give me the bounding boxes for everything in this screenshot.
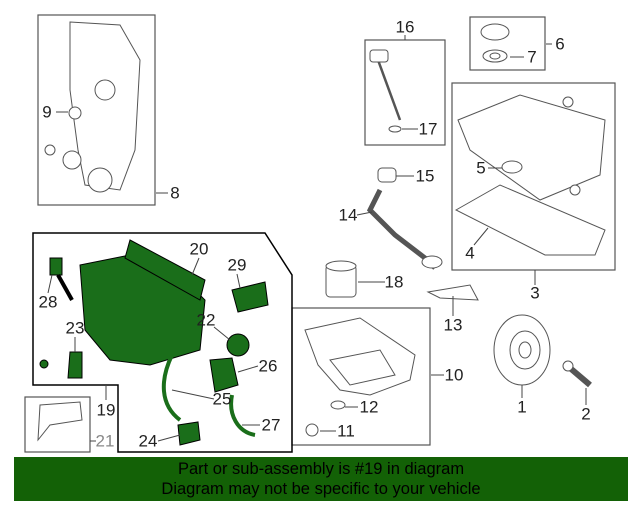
callout-2[interactable]: 2 bbox=[581, 404, 591, 424]
callout-3[interactable]: 3 bbox=[530, 283, 540, 303]
callout-8[interactable]: 8 bbox=[170, 183, 180, 203]
callout-9[interactable]: 9 bbox=[42, 102, 52, 122]
callout-11[interactable]: 11 bbox=[337, 421, 355, 441]
callout-10[interactable]: 10 bbox=[444, 365, 464, 385]
callout-16[interactable]: 16 bbox=[395, 17, 415, 37]
callout-12[interactable]: 12 bbox=[359, 397, 379, 417]
callout-22[interactable]: 22 bbox=[196, 310, 216, 330]
callout-25[interactable]: 25 bbox=[212, 389, 232, 409]
callout-5[interactable]: 5 bbox=[476, 158, 486, 178]
callout-21[interactable]: 21 bbox=[95, 431, 115, 451]
notice-banner: Part or sub-assembly is #19 in diagram D… bbox=[14, 457, 628, 501]
box-timing-cover bbox=[37, 14, 156, 206]
callout-4[interactable]: 4 bbox=[465, 243, 475, 263]
callout-7[interactable]: 7 bbox=[527, 47, 537, 67]
callout-24[interactable]: 24 bbox=[138, 431, 158, 451]
callout-18[interactable]: 18 bbox=[384, 272, 404, 292]
callout-20[interactable]: 20 bbox=[189, 239, 209, 259]
callout-27[interactable]: 27 bbox=[261, 415, 281, 435]
callout-13[interactable]: 13 bbox=[443, 315, 463, 335]
box-valve-cover bbox=[451, 82, 616, 271]
banner-line-2: Diagram may not be specific to your vehi… bbox=[161, 480, 481, 498]
callout-23[interactable]: 23 bbox=[65, 318, 85, 338]
callout-1[interactable]: 1 bbox=[517, 397, 527, 417]
callout-28[interactable]: 28 bbox=[38, 292, 58, 312]
box-oil-cap bbox=[469, 16, 546, 71]
callout-19[interactable]: 19 bbox=[96, 400, 116, 420]
callout-6[interactable]: 6 bbox=[555, 34, 565, 54]
box-bracket bbox=[24, 396, 91, 453]
callout-15[interactable]: 15 bbox=[415, 166, 435, 186]
banner-line-1: Part or sub-assembly is #19 in diagram bbox=[177, 460, 465, 478]
callout-29[interactable]: 29 bbox=[227, 255, 247, 275]
callout-26[interactable]: 26 bbox=[258, 356, 278, 376]
callout-17[interactable]: 17 bbox=[418, 119, 438, 139]
box-intake-manifold bbox=[32, 232, 293, 453]
callout-14[interactable]: 14 bbox=[338, 205, 358, 225]
